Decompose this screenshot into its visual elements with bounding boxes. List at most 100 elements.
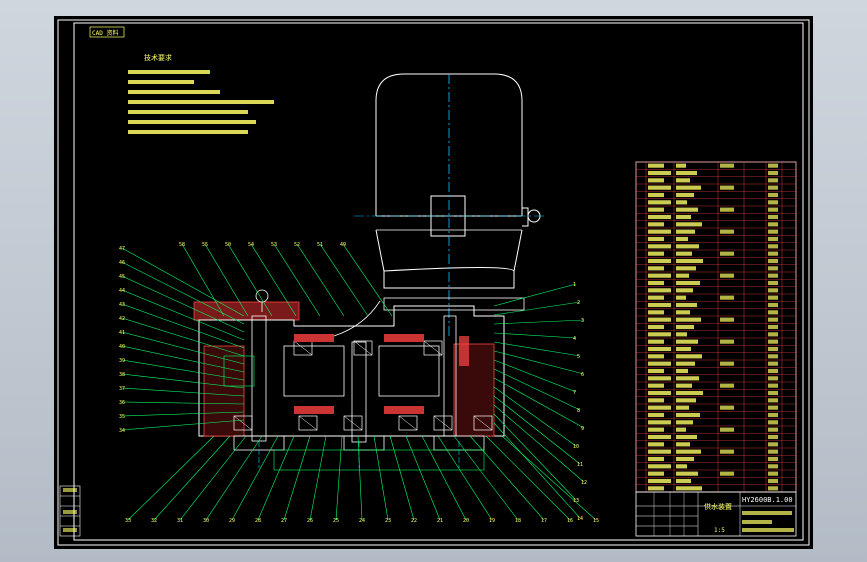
bom-cell-name: [676, 361, 695, 366]
leader-line: [121, 289, 245, 341]
scale-label: 1:5: [714, 527, 725, 534]
bom-cell-name: [676, 427, 686, 432]
leader-line: [469, 435, 545, 521]
bearing-cross: [473, 415, 493, 431]
bom-cell-material: [720, 383, 734, 388]
bom-cell-code: [648, 170, 671, 176]
cad-drawing: CAD 资料 技术要求: [57, 19, 810, 546]
bom-cell-code: [648, 207, 664, 212]
callout-label: 38: [119, 372, 125, 378]
leader-line: [493, 301, 581, 316]
leader-line: [493, 350, 585, 375]
bearing: [233, 415, 253, 431]
leader-line: [501, 435, 597, 521]
callout-label: 44: [119, 288, 125, 294]
bom-cell-code: [648, 178, 664, 183]
leader-line: [181, 243, 225, 317]
bom-cell-name: [676, 478, 691, 484]
bom-cell-material: [720, 163, 734, 168]
bom-cell-material: [720, 449, 734, 454]
callout-label: 47: [119, 246, 125, 252]
callout-label: 9: [581, 426, 584, 432]
callout-label: 32: [151, 518, 157, 524]
leader-line: [121, 261, 245, 325]
callout-label: 16: [567, 518, 573, 524]
bearing-cross: [293, 340, 313, 356]
callout-label: 46: [119, 260, 125, 266]
callout-label: 3: [581, 318, 584, 324]
leader-line: [493, 377, 585, 429]
callout-label: 4: [573, 336, 576, 342]
bom-cell-qty: [768, 427, 778, 432]
bom-cell-name: [676, 324, 694, 330]
bom-cell-material: [720, 405, 734, 410]
outer-frame: [57, 19, 810, 546]
bom-cell-qty: [768, 471, 778, 476]
bom-cell-qty: [768, 214, 778, 220]
bearing: [423, 340, 443, 356]
bom-cell-name: [676, 236, 688, 242]
leader-line: [453, 435, 519, 521]
bom-cell-material: [720, 361, 734, 366]
callout-label: 10: [573, 444, 579, 450]
leader-line: [335, 435, 343, 521]
bom-cell-qty: [768, 229, 778, 234]
bom-cell-name: [676, 354, 702, 359]
bom-cell-code: [648, 163, 664, 168]
leader-line: [121, 373, 245, 389]
bom-cell-name: [676, 200, 687, 205]
callout-label: 19: [489, 518, 495, 524]
title-caption: 供水装置: [704, 502, 732, 511]
leader-line: [342, 243, 393, 317]
bom-cell-name: [676, 207, 698, 212]
leader-line: [204, 243, 249, 317]
bom-cell-code: [648, 434, 671, 440]
bom-cell-code: [648, 310, 664, 315]
bom-cell-code: [648, 361, 671, 366]
gearbox-assembly: [193, 289, 525, 471]
bom-cell-code: [648, 273, 671, 278]
bom-cell-code: [648, 280, 664, 286]
callout-label: 26: [307, 518, 313, 524]
bom-cell-name: [676, 170, 697, 176]
bom-cell-material: [720, 229, 734, 234]
callout-label: 50: [225, 242, 231, 248]
bom-cell-material: [720, 427, 734, 432]
bom-cell-material: [720, 207, 734, 212]
tech-note-line: [128, 70, 210, 74]
bom-cell-material: [720, 185, 734, 190]
bom-cell-code: [648, 236, 664, 242]
bom-cell-code: [648, 383, 664, 388]
bom-cell-qty: [768, 302, 778, 308]
leader-line: [493, 332, 577, 339]
bom-cell-qty: [768, 339, 778, 344]
tech-note-line: [128, 90, 220, 94]
tech-note-line: [128, 80, 194, 84]
bom-cell-material: [720, 471, 734, 476]
bom-cell-name: [676, 442, 690, 447]
bom-cell-qty: [768, 368, 778, 374]
callout-label: 54: [248, 242, 254, 248]
bom-cell-code: [648, 302, 671, 308]
bom-cell-code: [648, 442, 664, 447]
motor: [375, 73, 541, 289]
bom-cell-code: [648, 214, 671, 220]
leader-line: [127, 435, 215, 521]
bom-cell-name: [676, 310, 690, 315]
bearing: [473, 415, 493, 431]
callout-label: 49: [340, 242, 346, 248]
leader-line: [231, 435, 279, 521]
bom-cell-material: [720, 273, 734, 278]
bom-cell-qty: [768, 236, 778, 242]
tech-note-line: [128, 110, 248, 114]
bom-cell-name: [676, 420, 693, 425]
bom-cell-code: [648, 332, 671, 337]
leader-line: [493, 404, 585, 483]
bearing-cross: [398, 415, 418, 431]
bom-cell-name: [676, 317, 701, 322]
bom-cell-qty: [768, 464, 778, 469]
bom-cell-material: [720, 251, 734, 256]
drawing-number: HY2600B.1.00: [742, 496, 793, 504]
bom-cell-code: [648, 420, 671, 425]
leader-line: [493, 413, 577, 501]
